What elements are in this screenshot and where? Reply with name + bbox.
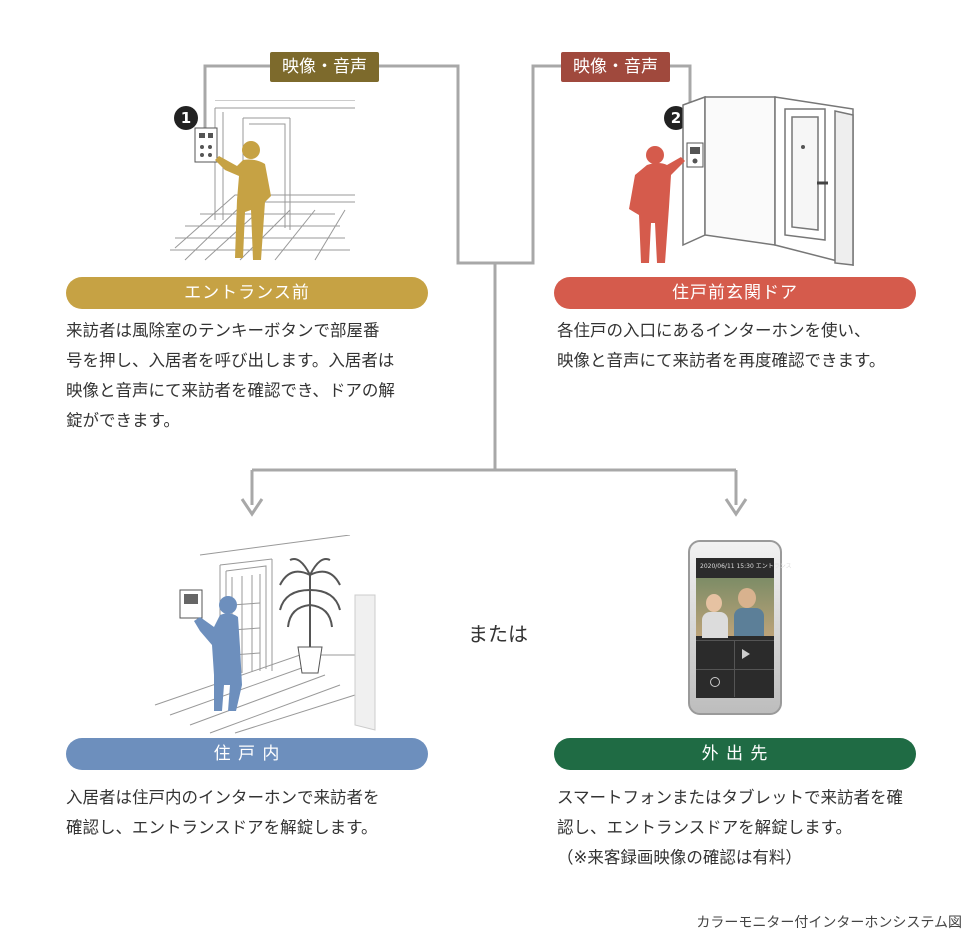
resident-silhouette-blue — [194, 596, 242, 711]
inside-description: 入居者は住戸内のインターホンで来訪者を 確認し、エントランスドアを解錠します。 — [66, 783, 380, 843]
visitor-face-icon — [738, 588, 756, 608]
phone-screen: 2020/06/11 15:30 エントランス — [696, 558, 792, 698]
diagram-caption: カラーモニター付インターホンシステム図 — [696, 915, 962, 931]
visitor-silhouette-gold — [215, 141, 271, 260]
entrance-description: 来訪者は風除室のテンキーボタンで部屋番 号を押し、入居者を呼び出します。入居者は… — [66, 316, 395, 436]
outside-desc-line: （※来客録画映像の確認は有料） — [557, 848, 802, 867]
inside-desc-line: 入居者は住戸内のインターホンで来訪者を — [66, 788, 380, 807]
marker-one: 1 — [174, 106, 198, 130]
entrance-desc-line: 来訪者は風除室のテンキーボタンで部屋番 — [66, 321, 380, 340]
entrance-desc-line: 映像と音声にて来訪者を確認でき、ドアの解 — [66, 381, 395, 400]
entrance-desc-line: 号を押し、入居者を呼び出します。入居者は — [66, 351, 395, 370]
record-icon[interactable] — [710, 677, 720, 687]
inside-desc-line: 確認し、エントランスドアを解錠します。 — [66, 818, 378, 837]
plant-icon — [279, 558, 341, 655]
entrance-desc-line: 錠ができます。 — [66, 411, 180, 430]
door-desc-line: 映像と音声にて来訪者を再度確認できます。 — [557, 351, 886, 370]
door-description: 各住戸の入口にあるインターホンを使い、 映像と音声にて来訪者を再度確認できます。 — [557, 316, 885, 376]
outside-description: スマートフォンまたはタブレットで来訪者を確 認し、エントランスドアを解錠します。… — [557, 783, 903, 873]
entrance-keypad-icon — [194, 127, 218, 163]
visitor-silhouette-red — [629, 146, 685, 263]
phone-controls — [696, 640, 774, 697]
outside-title: 外 出 先 — [554, 738, 916, 770]
phone-status-text: 2020/06/11 15:30 エントランス — [700, 563, 792, 570]
outside-desc-line: 認し、エントランスドアを解錠します。 — [557, 818, 853, 837]
phone-video-feed — [696, 578, 774, 638]
smartphone-device: 2020/06/11 15:30 エントランス — [688, 540, 792, 715]
door-title: 住戸前玄関ドア — [554, 277, 916, 309]
door-desc-line: 各住戸の入口にあるインターホンを使い、 — [557, 321, 871, 340]
visitor-face-icon — [706, 594, 722, 612]
av-tag-right: 映像・音声 — [561, 52, 670, 82]
or-label: または — [468, 622, 528, 646]
play-icon[interactable] — [742, 649, 750, 659]
inside-title: 住 戸 内 — [66, 738, 428, 770]
arrow-to-inside — [240, 498, 264, 517]
entrance-title: エントランス前 — [66, 277, 428, 309]
entrance-illustration — [170, 100, 355, 261]
arrow-to-outside — [724, 498, 748, 517]
inside-illustration — [154, 535, 376, 734]
av-tag-left: 映像・音声 — [270, 52, 379, 82]
front-door-illustration — [629, 95, 854, 266]
outside-desc-line: スマートフォンまたはタブレットで来訪者を確 — [557, 788, 904, 807]
